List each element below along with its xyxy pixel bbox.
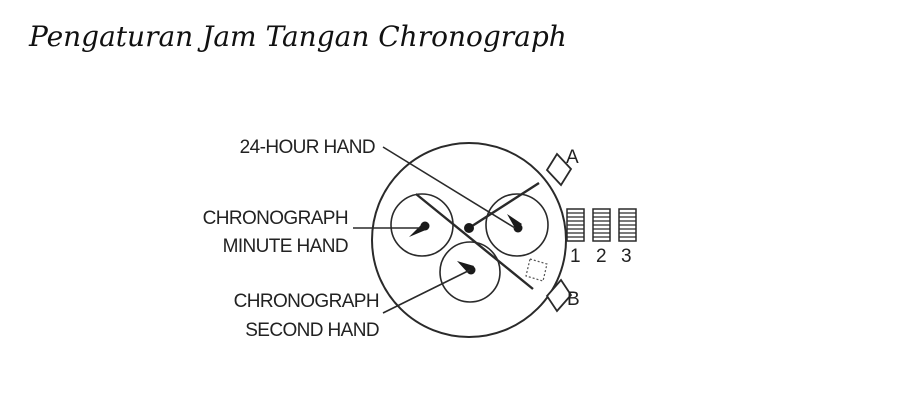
label-chrono-minute-line1: CHRONOGRAPH — [203, 208, 348, 229]
crown-position-2-label: 2 — [596, 246, 607, 267]
pusher-b-label: B — [567, 289, 580, 310]
watch-case — [371, 142, 567, 338]
main-hand-short — [468, 181, 540, 230]
center-pivot — [464, 223, 474, 233]
label-chrono-second-line1: CHRONOGRAPH — [234, 291, 379, 312]
leader-chrono-second — [382, 269, 471, 314]
crown-position-2: 2 — [592, 208, 611, 267]
chrono-minute-hand — [409, 221, 430, 237]
leader-24-hour — [382, 146, 516, 229]
crown-position-1-label: 1 — [570, 246, 581, 267]
crown-position-1: 1 — [566, 208, 585, 267]
date-window — [525, 258, 548, 282]
crown-position-3: 3 — [618, 208, 637, 267]
pusher-b: B — [545, 278, 580, 313]
main-hand-long — [415, 193, 534, 290]
page-title: Pengaturan Jam Tangan Chronograph — [29, 20, 567, 53]
crown-position-3-label: 3 — [621, 246, 632, 267]
pusher-a: A — [545, 147, 579, 187]
label-chrono-second-line2: SECOND HAND — [245, 320, 379, 341]
twenty-four-hour-hand — [507, 214, 523, 233]
subdial-right — [485, 193, 549, 257]
label-chrono-minute-line2: MINUTE HAND — [223, 236, 348, 257]
pusher-a-label: A — [566, 147, 579, 168]
label-24-hour-hand: 24-HOUR HAND — [240, 137, 375, 158]
subdial-bottom — [439, 241, 501, 303]
